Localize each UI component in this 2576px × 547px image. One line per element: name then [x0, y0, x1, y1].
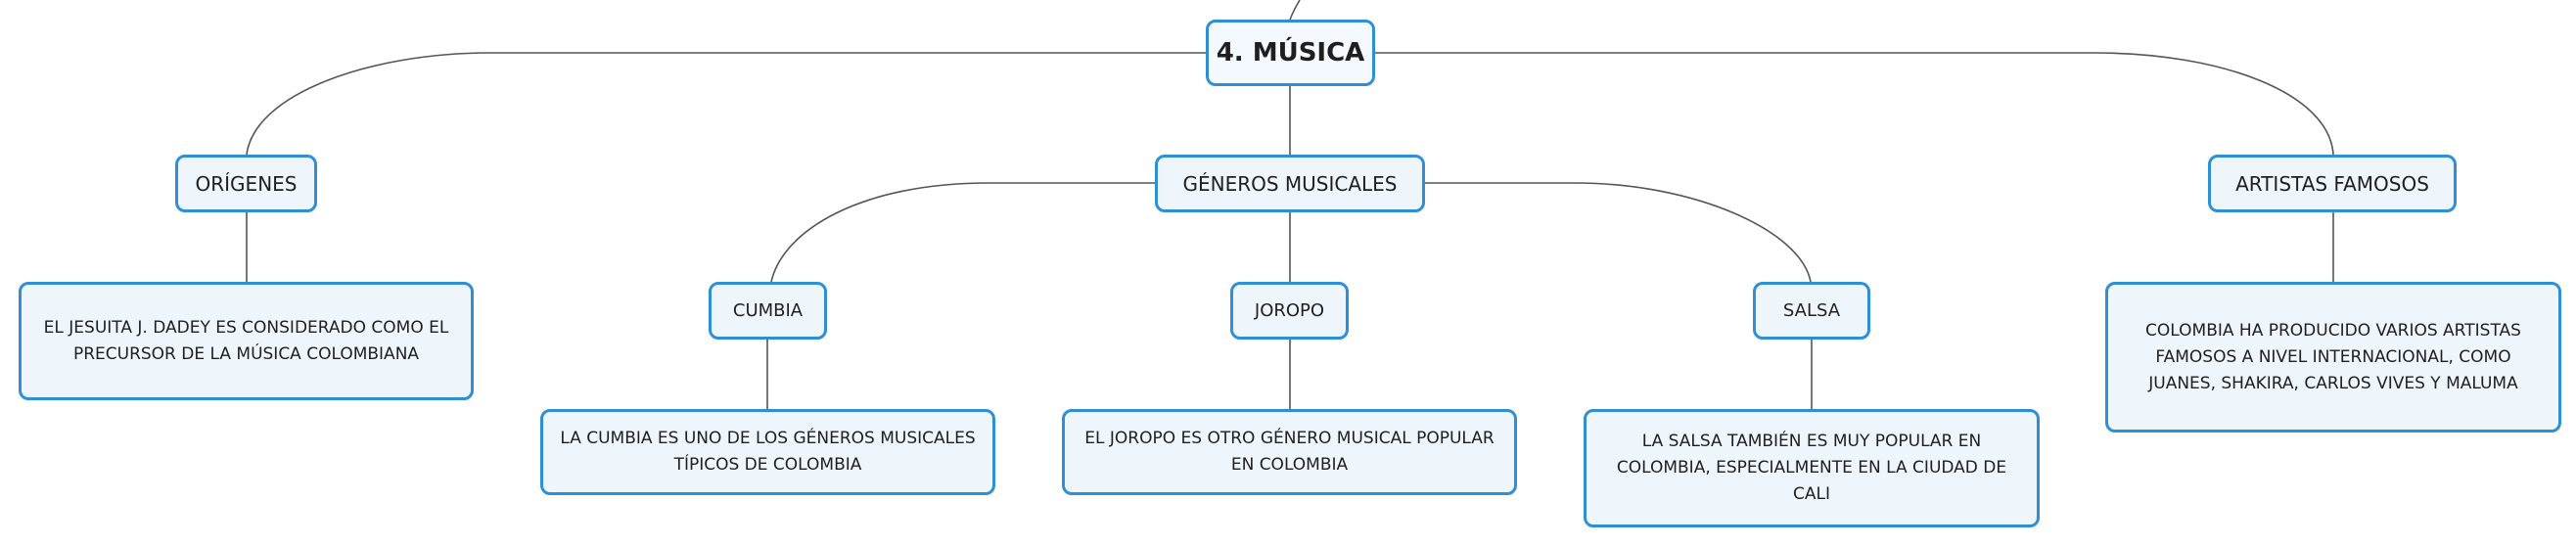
topic-generos-musicales[interactable]: GÉNEROS MUSICALES [1155, 155, 1425, 212]
salsa-detail-text: LA SALSA TAMBIÉN ES MUY POPULAR EN COLOM… [1616, 432, 2007, 504]
genre-joropo-label: JOROPO [1254, 300, 1325, 321]
topic-origenes-label: ORÍGENES [195, 171, 298, 196]
topic-generos-label: GÉNEROS MUSICALES [1182, 171, 1398, 196]
cumbia-detail-text: LA CUMBIA ES UNO DE LOS GÉNEROS MUSICALE… [560, 429, 976, 475]
genre-cumbia[interactable]: CUMBIA [709, 282, 827, 340]
cumbia-detail[interactable]: LA CUMBIA ES UNO DE LOS GÉNEROS MUSICALE… [540, 409, 995, 495]
genre-joropo[interactable]: JOROPO [1230, 282, 1349, 340]
topic-artistas-famosos[interactable]: ARTISTAS FAMOSOS [2208, 155, 2457, 212]
joropo-detail-text: EL JOROPO ES OTRO GÉNERO MUSICAL POPULAR… [1084, 429, 1495, 475]
origenes-detail-text: EL JESUITA J. DADEY ES CONSIDERADO COMO … [43, 317, 449, 364]
artistas-detail[interactable]: COLOMBIA HA PRODUCIDO VARIOS ARTISTAS FA… [2105, 282, 2561, 433]
connector-root-origenes [246, 52, 1206, 156]
artistas-detail-text: COLOMBIA HA PRODUCIDO VARIOS ARTISTAS FA… [2145, 320, 2521, 393]
genre-salsa-label: SALSA [1782, 300, 1841, 321]
connector-generos-salsa [1425, 182, 1812, 283]
connector-generos-cumbia [770, 182, 1155, 283]
joropo-detail[interactable]: EL JOROPO ES OTRO GÉNERO MUSICAL POPULAR… [1062, 409, 1517, 495]
connector-from-parent [1289, 0, 1301, 21]
topic-origenes[interactable]: ORÍGENES [175, 155, 317, 212]
salsa-detail[interactable]: LA SALSA TAMBIÉN ES MUY POPULAR EN COLOM… [1584, 409, 2040, 527]
root-topic-label: 4. MÚSICA [1216, 38, 1365, 68]
root-topic[interactable]: 4. MÚSICA [1206, 20, 1375, 86]
topic-artistas-label: ARTISTAS FAMOSOS [2235, 171, 2429, 196]
origenes-detail[interactable]: EL JESUITA J. DADEY ES CONSIDERADO COMO … [19, 282, 474, 400]
connector-root-artistas [1375, 52, 2334, 156]
genre-salsa[interactable]: SALSA [1753, 282, 1870, 340]
genre-cumbia-label: CUMBIA [732, 300, 804, 321]
